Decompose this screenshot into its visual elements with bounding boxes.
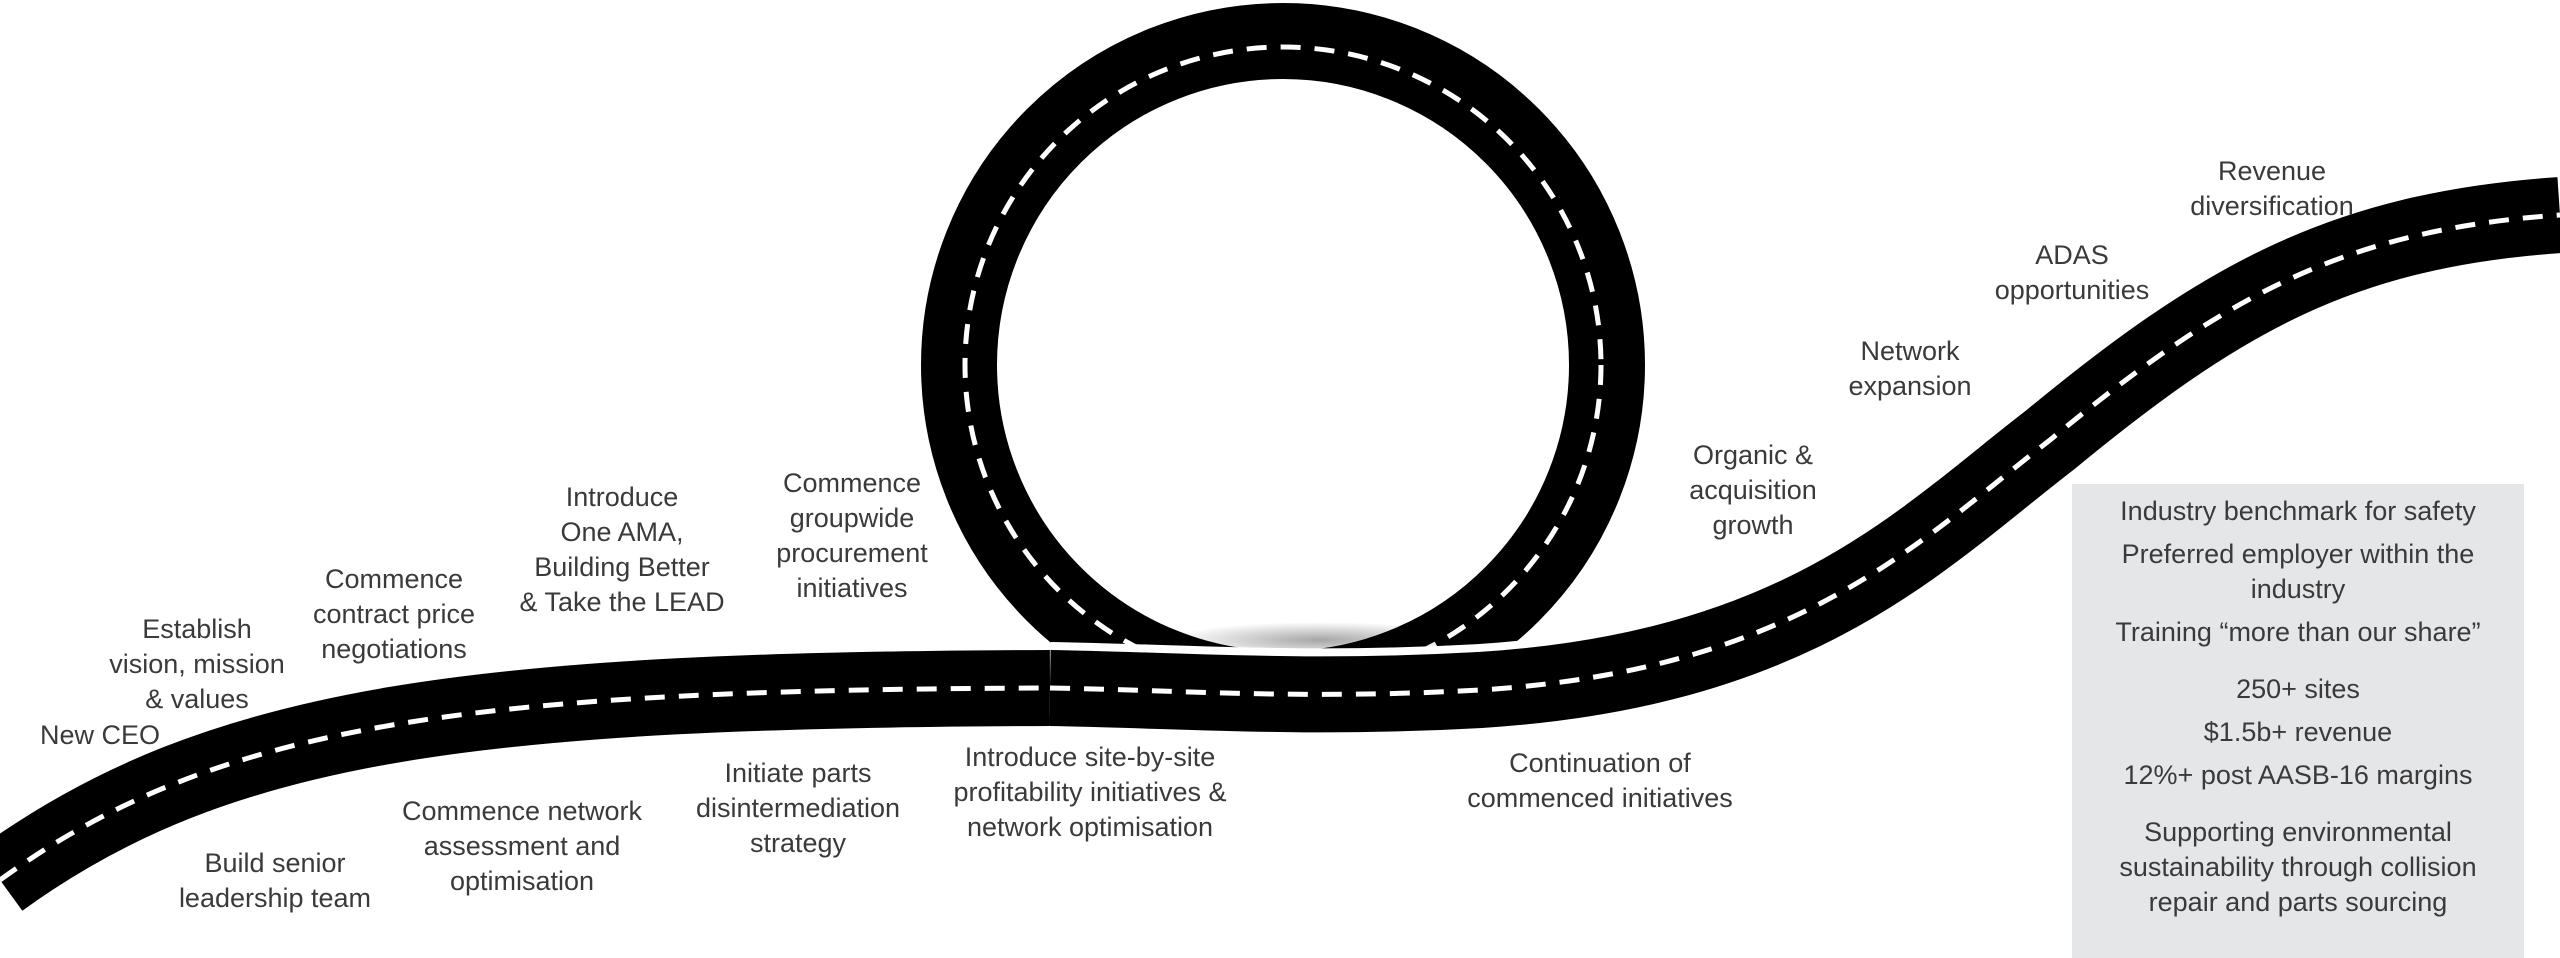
milestone-adas: ADAS opportunities bbox=[1994, 240, 2150, 305]
summary-margins: 12%+ post AASB-16 margins bbox=[2123, 760, 2473, 790]
summary-safety: Industry benchmark for safety bbox=[2120, 496, 2476, 526]
milestone-site-by-site: Introduce site-by-site profitability ini… bbox=[953, 742, 1227, 842]
road-loop-lane-marking bbox=[962, 44, 1604, 686]
summary-training: Training “more than our share” bbox=[2115, 617, 2481, 647]
milestone-revenue-diversification: Revenue diversification bbox=[2190, 156, 2354, 221]
milestone-one-ama: Introduce One AMA, Building Better & Tak… bbox=[519, 482, 725, 617]
summary-sustainability: Supporting environmental sustainability … bbox=[2119, 817, 2477, 917]
milestone-establish-vision: Establish vision, mission & values bbox=[109, 614, 285, 714]
summary-revenue: $1.5b+ revenue bbox=[2203, 717, 2393, 747]
milestone-contract-price: Commence contract price negotiations bbox=[312, 564, 476, 664]
milestone-organic-growth: Organic & acquisition growth bbox=[1689, 440, 1817, 540]
outcomes-summary-box: Industry benchmark for safety Preferred … bbox=[2072, 484, 2524, 958]
milestone-continuation: Continuation of commenced initiatives bbox=[1467, 748, 1733, 813]
milestone-new-ceo: New CEO bbox=[39, 720, 161, 750]
milestone-network-assessment: Commence network assessment and optimisa… bbox=[401, 796, 643, 896]
milestone-parts-disintermediation: Initiate parts disintermediation strateg… bbox=[695, 758, 901, 858]
road-right-lane-marking bbox=[1049, 212, 2560, 697]
milestone-procurement: Commence groupwide procurement initiativ… bbox=[776, 468, 928, 603]
summary-employer: Preferred employer within the industry bbox=[2121, 539, 2475, 604]
milestone-senior-leadership: Build senior leadership team bbox=[178, 848, 372, 913]
road-left-lane-marking bbox=[0, 685, 1051, 883]
summary-sites: 250+ sites bbox=[2236, 674, 2360, 704]
road-loop bbox=[921, 3, 1645, 727]
milestone-network-expansion: Network expansion bbox=[1848, 336, 1972, 401]
